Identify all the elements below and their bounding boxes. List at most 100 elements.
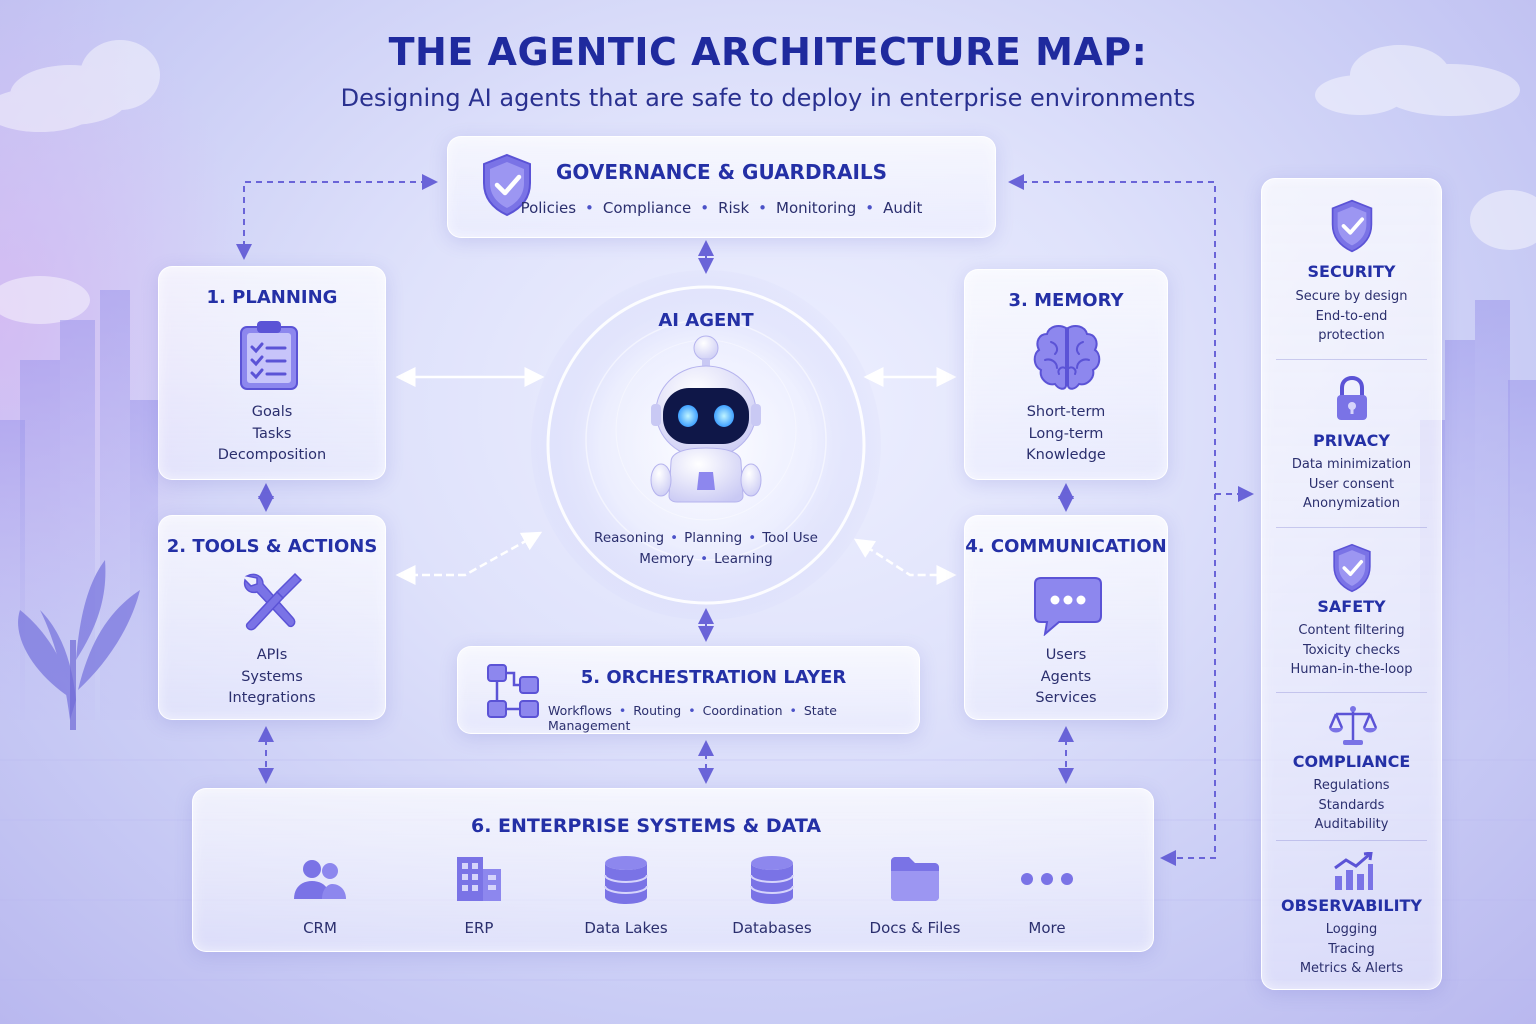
tools-line: Integrations [228, 690, 316, 706]
governance-item: Policies [520, 199, 577, 217]
governance-card: GOVERNANCE & GUARDRAILS Policies•Complia… [447, 136, 996, 238]
planning-lines: Goals Tasks Decomposition [159, 402, 385, 467]
ai-agent-capabilities-row1: Reasoning•Planning•Tool Use [594, 530, 818, 546]
enterprise-card: 6. ENTERPRISE SYSTEMS & DATA CRM ERP [192, 788, 1154, 952]
memory-line: Short-term [1026, 404, 1106, 420]
planning-title: 1. PLANNING [206, 287, 338, 308]
workflow-icon [487, 664, 539, 718]
sidebar-section-title: SECURITY [1307, 262, 1396, 281]
enterprise-item-label: CRM [303, 919, 337, 937]
sidebar-section-title: OBSERVABILITY [1280, 896, 1423, 915]
enterprise-title: 6. ENTERPRISE SYSTEMS & DATA [470, 815, 822, 837]
chart-icon [1334, 852, 1373, 890]
agent-capability: Planning [684, 530, 743, 546]
sidebar-section-lines: Data minimization User consent Anonymiza… [1262, 455, 1441, 514]
sidebar-line: Logging [1325, 922, 1378, 937]
wrench-screwdriver-icon [243, 572, 303, 631]
shield-check-icon [1331, 199, 1373, 253]
sidebar-line: Auditability [1314, 817, 1389, 832]
orchestration-items: Workflows•Routing•Coordination•State Man… [548, 703, 837, 733]
orchestration-item: Coordination [702, 703, 783, 718]
ai-agent-capabilities-row2: Memory•Learning [639, 551, 773, 567]
communication-card: 4. COMMUNICATION Users Agents Services [964, 515, 1168, 720]
sidebar-line: Content filtering [1298, 623, 1405, 638]
agent-capability: Reasoning [594, 530, 665, 546]
sidebar-section-lines: Logging Tracing Metrics & Alerts [1262, 920, 1441, 979]
sidebar-section-security: SECURITY Secure by design End-to-end pro… [1262, 179, 1441, 359]
governance-item: Monitoring [776, 199, 857, 217]
orchestration-card: 5. ORCHESTRATION LAYER Workflows•Routing… [457, 646, 920, 734]
sidebar-line: Regulations [1313, 778, 1390, 793]
governance-items: Policies•Compliance•Risk•Monitoring•Audi… [520, 199, 923, 217]
memory-line: Long-term [1028, 425, 1104, 442]
sidebar-line: End-to-end [1315, 308, 1388, 324]
orchestration-item: State Management [548, 703, 837, 733]
folder-icon [891, 857, 939, 901]
governance-title: GOVERNANCE & GUARDRAILS [555, 160, 888, 184]
orchestration-item: Routing [633, 703, 682, 718]
scale-icon [1328, 706, 1378, 745]
more-icon [1021, 873, 1073, 885]
robot-icon [650, 335, 762, 503]
memory-title: 3. MEMORY [1008, 290, 1124, 311]
agent-capability: Memory [639, 551, 695, 567]
sidebar-section-lines: Content filtering Toxicity checks Human-… [1262, 621, 1441, 680]
principles-sidebar: SECURITY Secure by design End-to-end pro… [1261, 178, 1442, 990]
tools-title: 2. TOOLS & ACTIONS [166, 536, 378, 557]
communication-line: Services [1035, 690, 1097, 706]
sidebar-section-lines: Regulations Standards Auditability [1262, 776, 1441, 835]
clipboard-icon [240, 321, 298, 390]
lock-icon [1337, 376, 1367, 420]
planning-line: Tasks [252, 425, 292, 442]
planning-card: 1. PLANNING Goals Tasks Decomposition [158, 266, 386, 480]
governance-item: Risk [718, 199, 750, 217]
database-icon [750, 856, 794, 904]
planning-line: Goals [251, 404, 293, 420]
memory-card: 3. MEMORY Short-term Long-term Knowledge [964, 269, 1168, 480]
communication-lines: Users Agents Services [965, 645, 1167, 710]
sidebar-line: User consent [1308, 476, 1395, 492]
sidebar-line: Toxicity checks [1302, 642, 1401, 658]
shield-check-icon [483, 153, 531, 217]
tools-lines: APIs Systems Integrations [159, 645, 385, 710]
ai-agent-title: AI AGENT [658, 310, 754, 331]
page-title: THE AGENTIC ARCHITECTURE MAP: [388, 30, 1148, 74]
sidebar-line: Human-in-the-loop [1290, 662, 1413, 677]
planning-line: Decomposition [217, 447, 327, 463]
sidebar-line: Standards [1318, 797, 1385, 813]
orchestration-title: 5. ORCHESTRATION LAYER [580, 667, 847, 688]
enterprise-item-label: ERP [464, 919, 494, 937]
sidebar-section-title: COMPLIANCE [1292, 752, 1411, 771]
sidebar-divider [1276, 527, 1427, 528]
tools-card: 2. TOOLS & ACTIONS APIs Systems Integrat… [158, 515, 386, 720]
communication-line: Agents [1040, 668, 1092, 685]
chat-bubble-icon [1034, 577, 1102, 636]
enterprise-item-label: Data Lakes [584, 919, 668, 937]
sidebar-divider [1276, 359, 1427, 360]
sidebar-divider [1276, 840, 1427, 841]
orchestration-item: Workflows [548, 703, 612, 718]
shield-check-icon [1333, 543, 1371, 593]
tools-line: APIs [256, 647, 288, 663]
sidebar-section-lines: Secure by design End-to-end protection [1262, 287, 1441, 346]
tools-line: Systems [241, 668, 303, 685]
sidebar-line: protection [1318, 328, 1385, 343]
sidebar-line: Anonymization [1303, 496, 1400, 511]
database-icon [604, 856, 648, 904]
communication-title: 4. COMMUNICATION [965, 536, 1167, 557]
sidebar-line: Metrics & Alerts [1299, 961, 1404, 976]
sidebar-section-privacy: PRIVACY Data minimization User consent A… [1262, 359, 1441, 527]
building-icon [457, 857, 501, 901]
sidebar-divider [1276, 692, 1427, 693]
sidebar-section-title: SAFETY [1317, 597, 1386, 616]
sidebar-section-observability: OBSERVABILITY Logging Tracing Metrics & … [1262, 840, 1441, 990]
brain-icon [1033, 325, 1101, 390]
sidebar-line: Data minimization [1291, 457, 1412, 472]
sidebar-section-compliance: COMPLIANCE Regulations Standards Auditab… [1262, 692, 1441, 840]
communication-line: Users [1045, 647, 1087, 663]
page-subtitle: Designing AI agents that are safe to dep… [340, 84, 1196, 112]
agent-capability: Tool Use [762, 530, 818, 546]
enterprise-item-label: Databases [732, 919, 812, 937]
agent-capability: Learning [714, 551, 773, 567]
sidebar-line: Tracing [1328, 941, 1375, 957]
